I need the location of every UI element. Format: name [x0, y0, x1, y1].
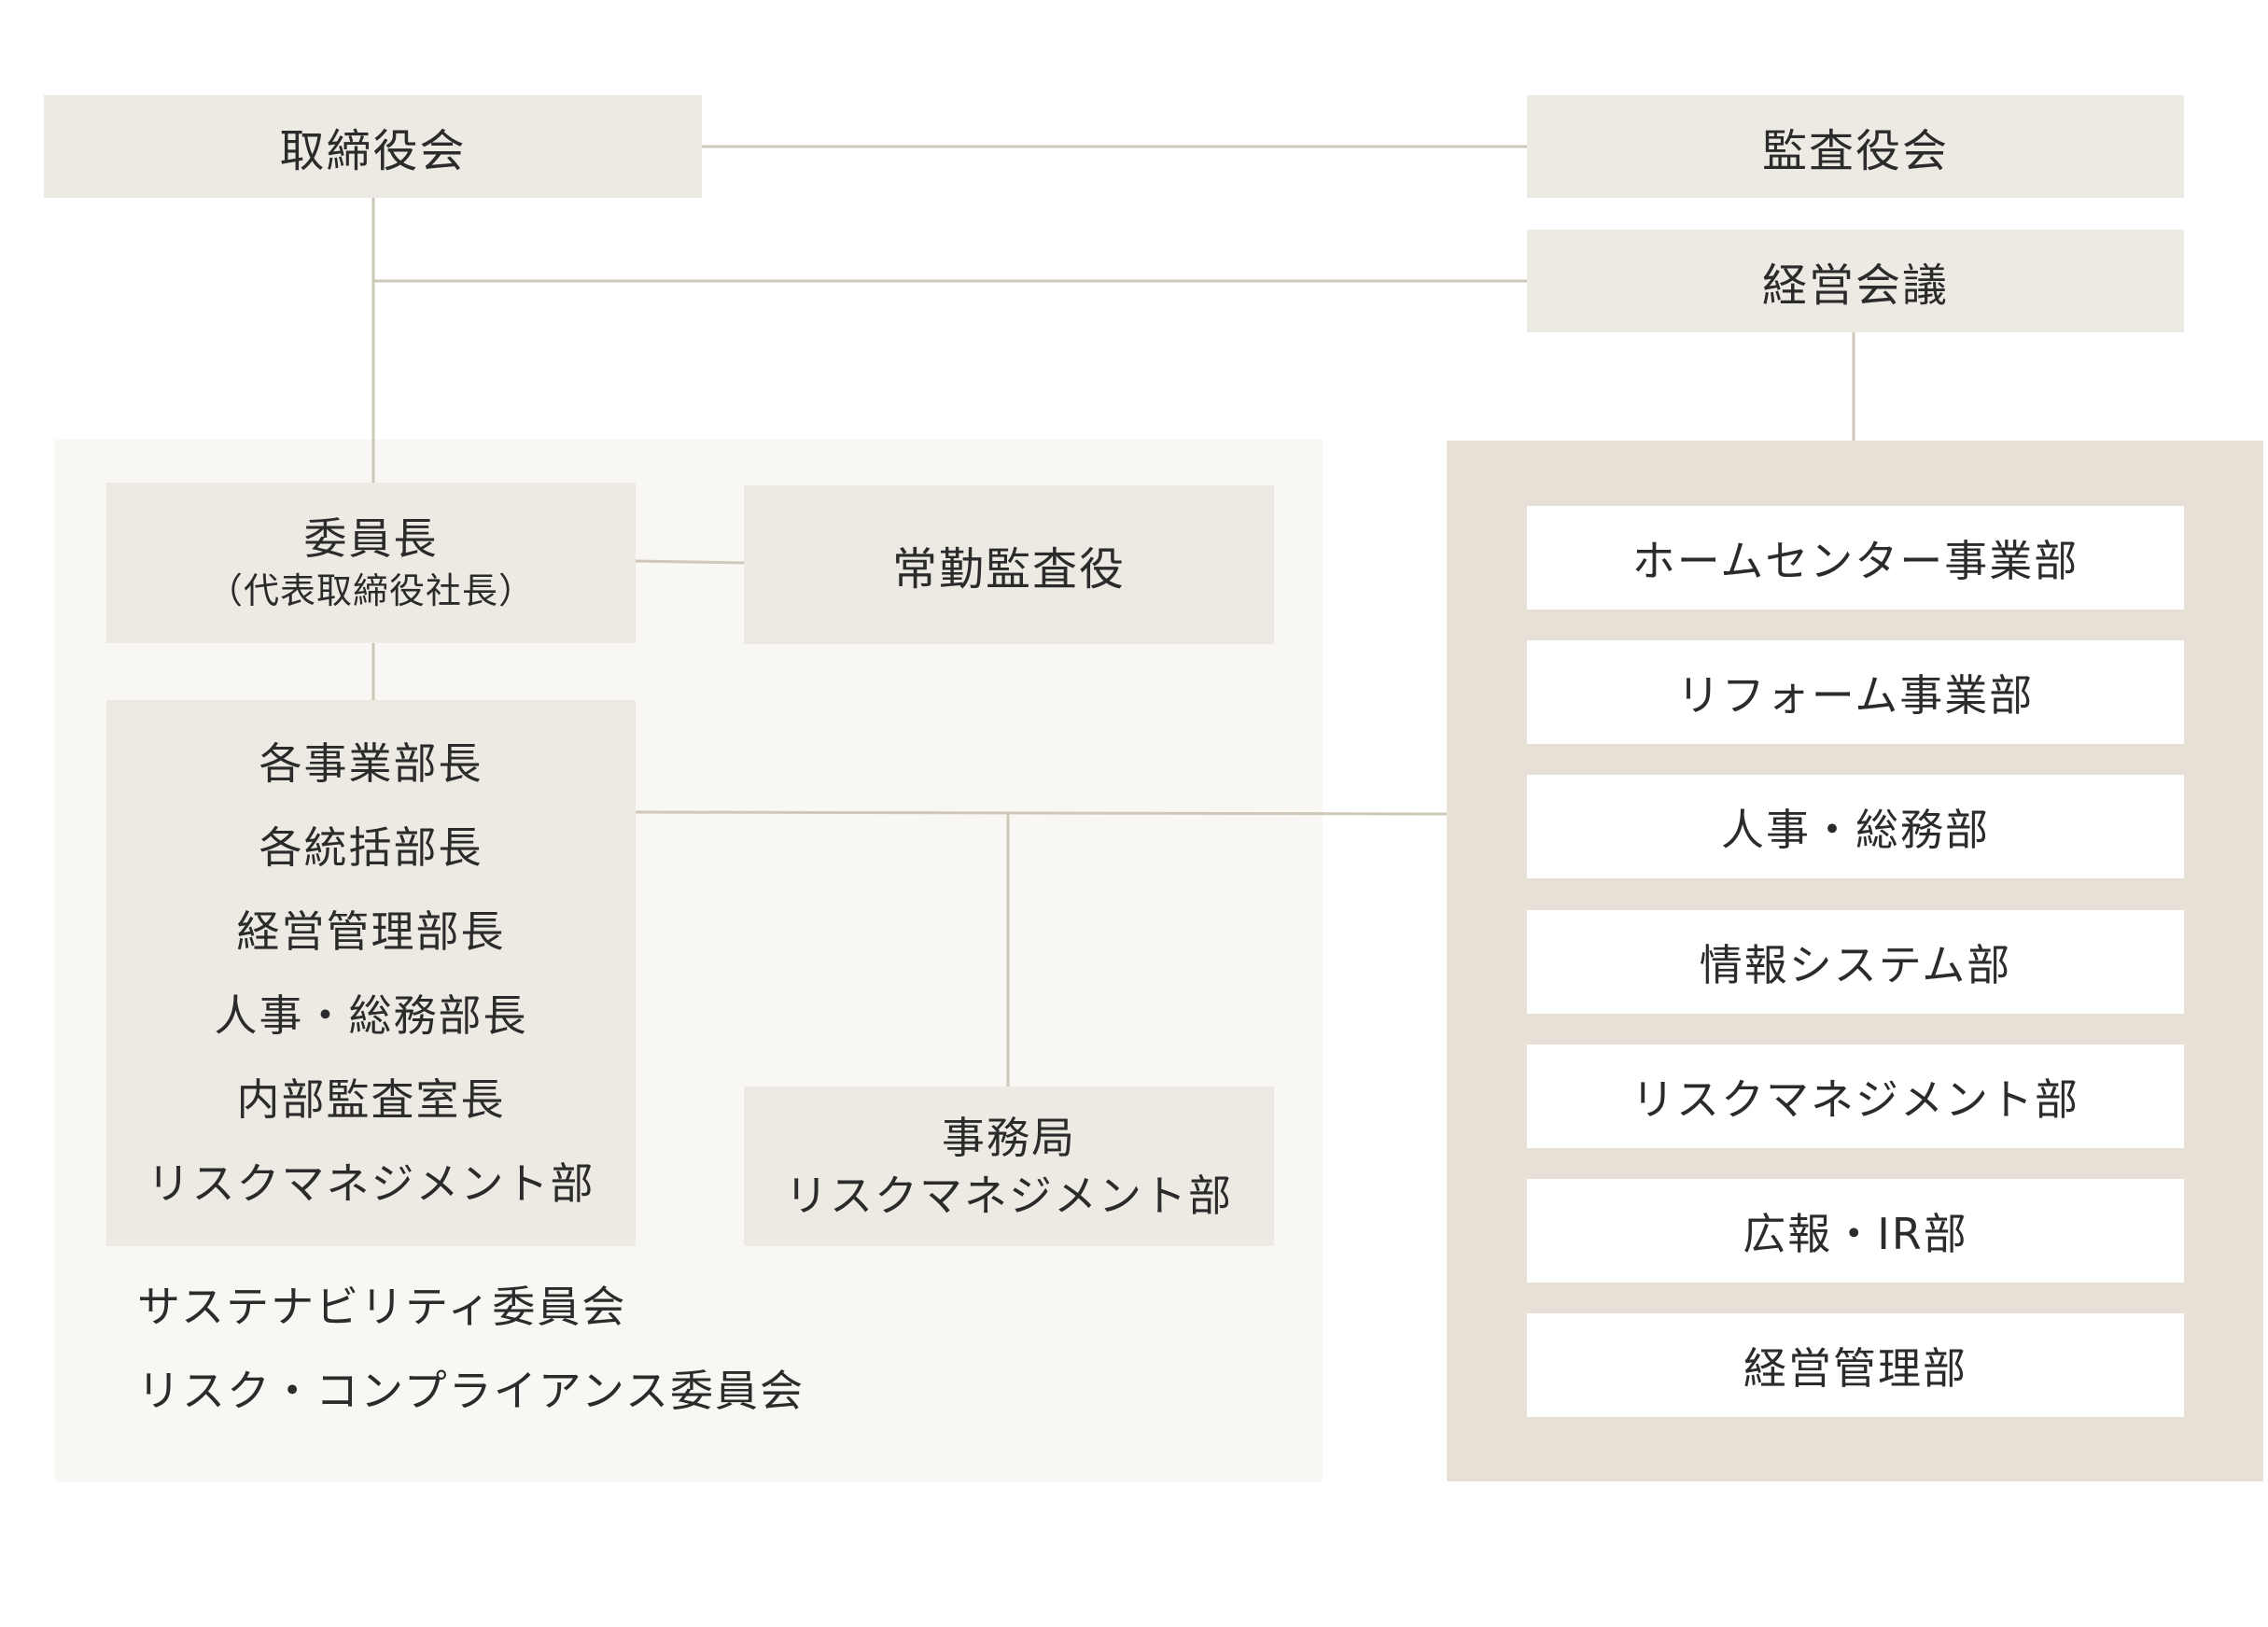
- dept-label: 情報システム部: [1699, 939, 2012, 990]
- management-meeting-label: 経営会議: [1761, 259, 1949, 312]
- chair-note: （代表取締役社長）: [206, 570, 535, 611]
- member-item: リスクマネジメント部: [147, 1157, 595, 1209]
- dept-management-control: 経営管理部: [1527, 1313, 2184, 1417]
- member-item: 経営管理部長: [236, 905, 506, 957]
- dept-label: 広報・IR部: [1743, 1208, 1968, 1259]
- dept-label: 経営管理部: [1743, 1342, 1967, 1394]
- dept-label: ホームセンター事業部: [1631, 535, 2079, 586]
- member-item: 内部監査室長: [236, 1073, 506, 1125]
- audit-board-label: 監査役会: [1761, 125, 1949, 177]
- chair-title: 委員長: [303, 513, 439, 564]
- dept-label: リフォーム事業部: [1676, 669, 2035, 721]
- secretariat: 事務局 リスクマネジメント部: [744, 1087, 1274, 1246]
- dept-risk-management: リスクマネジメント部: [1527, 1045, 2184, 1148]
- committee-members: 各事業部長 各統括部長 経営管理部長 人事・総務部長 内部監査室長 リスクマネジ…: [106, 700, 636, 1246]
- risk-compliance-committee: リスク・コンプライアンス委員会: [137, 1366, 805, 1416]
- member-item: 各事業部長: [259, 737, 483, 789]
- dept-label: リスクマネジメント部: [1631, 1073, 2079, 1125]
- dept-hr-general-affairs: 人事・総務部: [1527, 775, 2184, 878]
- sustainability-committee: サステナビリティ委員会: [137, 1282, 627, 1332]
- secretariat-dept: リスクマネジメント部: [785, 1170, 1233, 1221]
- dept-home-center: ホームセンター事業部: [1527, 506, 2184, 610]
- committee-chair: 委員長 （代表取締役社長）: [106, 483, 636, 643]
- board-of-directors: 取締役会: [44, 95, 702, 198]
- dept-information-systems: 情報システム部: [1527, 910, 2184, 1014]
- member-item: 各統括部長: [259, 821, 483, 873]
- standing-auditor: 常勤監査役: [744, 485, 1274, 644]
- members-depts-line: [635, 810, 1448, 816]
- dept-pr-ir: 広報・IR部: [1527, 1179, 2184, 1283]
- board-of-directors-label: 取締役会: [279, 125, 467, 177]
- dept-reform: リフォーム事業部: [1527, 640, 2184, 744]
- management-meeting: 経営会議: [1527, 230, 2184, 332]
- chair-auditor-line: [635, 559, 745, 565]
- dept-label: 人事・総務部: [1721, 804, 1990, 855]
- sub-committees: サステナビリティ委員会 リスク・コンプライアンス委員会: [137, 1265, 1071, 1433]
- audit-board: 監査役会: [1527, 95, 2184, 198]
- secretariat-title: 事務局: [942, 1112, 1076, 1163]
- standing-auditor-label: 常勤監査役: [891, 543, 1126, 596]
- member-item: 人事・総務部長: [214, 989, 528, 1041]
